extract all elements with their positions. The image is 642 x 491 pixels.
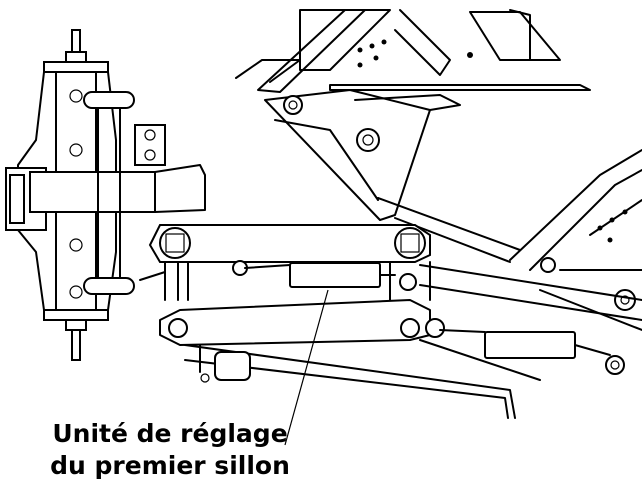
adjustment-unit (148, 224, 625, 419)
gauge-wheel-assembly (5, 29, 206, 361)
leader-line (284, 289, 329, 446)
component-label-line2: du premier sillon (50, 451, 290, 480)
main-frame (377, 197, 642, 321)
component-label: Unité de réglage du premier sillon (40, 418, 300, 482)
upper-plough-body (235, 9, 591, 221)
right-plough-body (509, 149, 642, 331)
component-label-line1: Unité de réglage (52, 419, 288, 448)
